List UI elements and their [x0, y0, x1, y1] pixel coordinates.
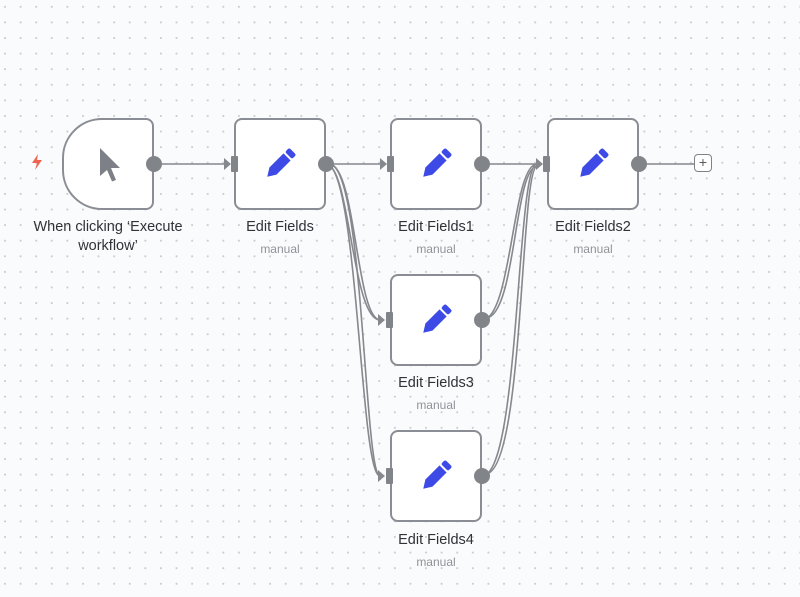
pencil-icon	[423, 148, 452, 177]
input-handle[interactable]	[386, 468, 393, 484]
connection-editfields-editfields4[interactable]	[325, 163, 381, 477]
connection-editfields-editfields4-b	[329, 163, 381, 477]
node-edit-fields3[interactable]	[390, 274, 482, 366]
node-edit-fields4[interactable]	[390, 430, 482, 522]
pencil-icon	[423, 460, 452, 489]
input-handle[interactable]	[543, 156, 550, 172]
arrowhead	[378, 470, 385, 482]
node-title: Edit Fields3	[398, 375, 474, 391]
output-handle[interactable]	[474, 468, 490, 484]
output-handle[interactable]	[474, 156, 490, 172]
node-subtitle: manual	[260, 242, 300, 256]
cursor-icon	[100, 148, 120, 182]
arrowhead	[380, 158, 387, 170]
node-title: Edit Fields2	[555, 219, 631, 235]
node-subtitle: manual	[573, 242, 613, 256]
pencil-icon	[580, 148, 609, 177]
output-handle[interactable]	[146, 156, 162, 172]
arrowhead	[378, 314, 385, 326]
node-edit-fields[interactable]	[234, 118, 326, 210]
node-title: Edit Fields4	[398, 532, 474, 548]
output-handle[interactable]	[474, 312, 490, 328]
arrowhead	[536, 158, 543, 170]
input-handle[interactable]	[387, 156, 394, 172]
node-subtitle: manual	[416, 398, 456, 412]
node-edit-fields2[interactable]	[547, 118, 639, 210]
node-edit-fields1[interactable]	[390, 118, 482, 210]
output-handle[interactable]	[318, 156, 334, 172]
connection-editfields4-editfields2[interactable]	[481, 163, 538, 477]
connection-editfields3-editfields2[interactable]	[481, 163, 538, 321]
node-subtitle: manual	[416, 555, 456, 569]
node-title: Edit Fields	[246, 219, 314, 235]
pencil-icon	[267, 148, 296, 177]
pencil-icon	[423, 304, 452, 333]
connection-editfields4-editfields2-b	[485, 165, 538, 475]
add-node-button[interactable]: +	[694, 154, 712, 172]
input-handle[interactable]	[231, 156, 238, 172]
connection-editfields3-editfields2-b	[485, 165, 538, 319]
trigger-bolt-icon	[32, 154, 42, 170]
node-title: When clicking ‘Execute	[33, 219, 183, 235]
node-trigger[interactable]	[62, 118, 154, 210]
output-handle[interactable]	[631, 156, 647, 172]
arrowhead	[224, 158, 231, 170]
node-subtitle: manual	[416, 242, 456, 256]
node-title-line2: workflow’	[78, 238, 138, 254]
input-handle[interactable]	[386, 312, 393, 328]
node-title: Edit Fields1	[398, 219, 474, 235]
